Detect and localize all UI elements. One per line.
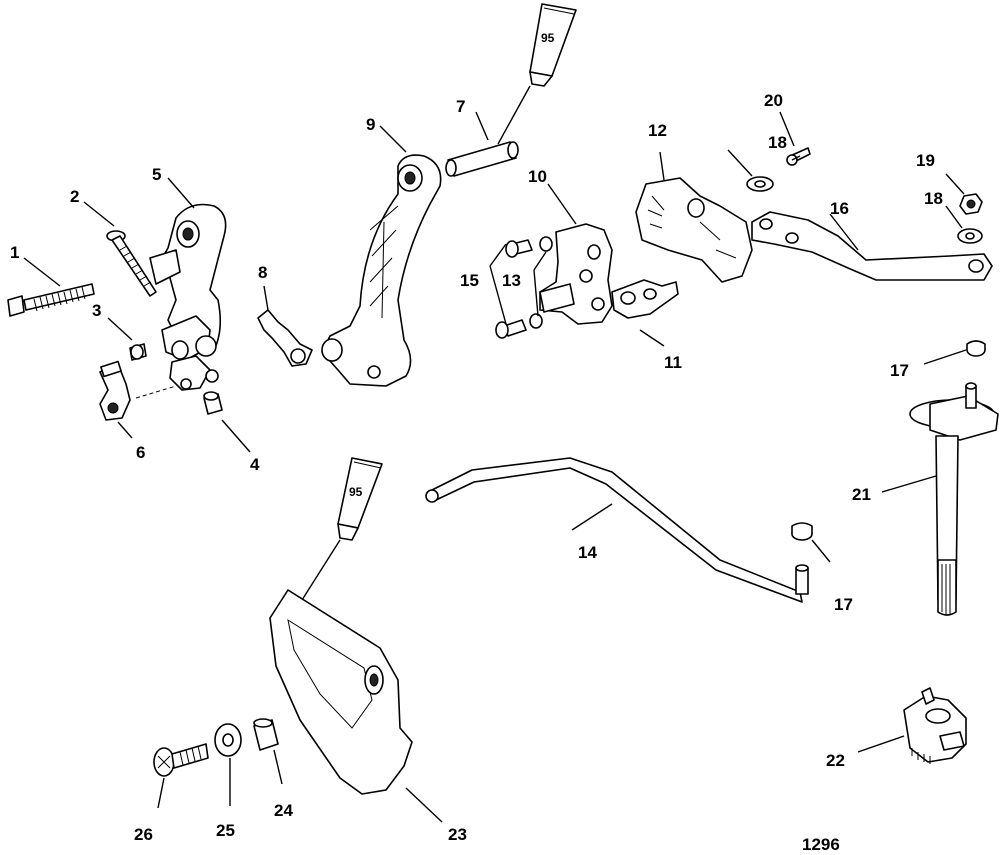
part-11-link (611, 279, 679, 319)
part-26-screw (153, 743, 209, 777)
part-6-link (99, 360, 131, 421)
callout-labels: 1 2 3 4 5 6 7 8 9 10 11 12 13 15 14 16 1… (10, 91, 943, 854)
part-19-nut (959, 193, 983, 215)
callout-7: 7 (456, 97, 465, 116)
callout-17-upper: 17 (890, 361, 909, 380)
callout-18-upper: 18 (768, 133, 787, 152)
callout-22: 22 (826, 751, 845, 770)
callout-2: 2 (70, 187, 79, 206)
callout-18-lower: 18 (924, 189, 943, 208)
callout-3: 3 (92, 301, 101, 320)
callout-26: 26 (134, 825, 153, 844)
callout-21: 21 (852, 485, 871, 504)
svg-text:95: 95 (541, 31, 555, 45)
part-21-shaft (909, 382, 999, 616)
callout-15: 15 (460, 271, 479, 290)
part-23-cover (269, 589, 413, 795)
part-14-rod (425, 457, 803, 603)
part-2-screw (106, 230, 157, 297)
part-17-cap-lower (791, 522, 813, 595)
callout-9: 9 (366, 115, 375, 134)
callout-24: 24 (274, 801, 293, 820)
callout-1: 1 (10, 243, 19, 262)
callout-23: 23 (448, 825, 467, 844)
callout-12: 12 (648, 121, 667, 140)
part-22-knob (903, 687, 967, 764)
callout-11: 11 (664, 353, 682, 372)
part-10-bracket (539, 223, 613, 325)
callout-19: 19 (916, 151, 935, 170)
callout-8: 8 (258, 263, 267, 282)
leader-lines (23, 111, 967, 823)
part-4-sleeve (203, 391, 223, 415)
callout-5: 5 (152, 165, 161, 184)
part-18-washer-upper (746, 176, 774, 192)
part-7-pin (445, 141, 519, 177)
callout-14: 14 (578, 543, 597, 562)
part-24-sleeve (253, 718, 279, 751)
part-1-bolt (7, 283, 95, 317)
callout-25: 25 (216, 821, 235, 840)
callout-16: 16 (830, 199, 849, 218)
part-5-throttle-arm (135, 203, 227, 399)
callout-17-lower: 17 (834, 595, 853, 614)
part-9-arm (321, 154, 442, 387)
callout-6: 6 (136, 443, 145, 462)
part-25-washer (214, 723, 242, 757)
part-18-washer-lower (957, 228, 983, 244)
part-13-spacers (529, 236, 553, 329)
callout-13: 13 (502, 271, 521, 290)
callout-20: 20 (764, 91, 783, 110)
grease-tube-top: 95 (529, 3, 577, 87)
part-16-arm-plate (751, 211, 993, 281)
figure-number: 1296 (802, 835, 840, 854)
callout-4: 4 (250, 455, 260, 474)
svg-text:95: 95 (349, 485, 363, 499)
callout-10: 10 (528, 167, 547, 186)
part-15-screws (495, 239, 533, 339)
part-17-cap-upper (966, 340, 986, 357)
part-3-bushing (129, 343, 147, 361)
part-8-clip (257, 309, 313, 367)
part-12-housing (635, 177, 753, 283)
grease-tube-bottom: 95 (337, 457, 383, 541)
